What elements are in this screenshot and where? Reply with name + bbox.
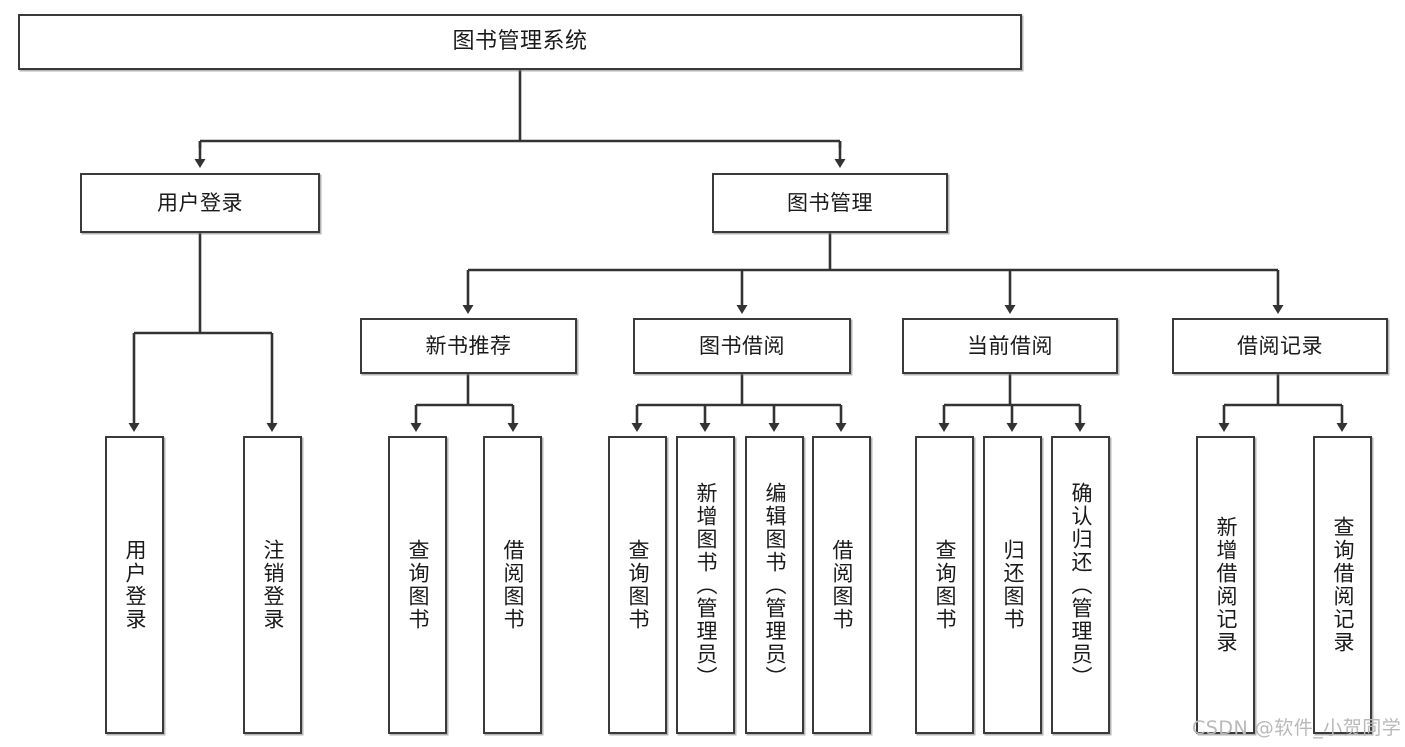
node-leaf-query-book-1-label: 查询图书 [406,539,430,631]
node-current-borrow-label: 当前借阅 [967,333,1053,358]
node-leaf-query-book-2[interactable]: 查询图书 [608,436,667,734]
node-leaf-user-login-label: 用户登录 [123,539,147,631]
node-book-manage[interactable]: 图书管理 [712,173,948,233]
node-leaf-return-book-label: 归还图书 [1001,539,1025,631]
node-leaf-logout-login-label: 注销登录 [261,539,285,631]
node-leaf-borrow-book-2-label: 借阅图书 [830,539,854,631]
node-leaf-add-book[interactable]: 新增图书（管理员） [676,436,735,734]
node-borrow-record-label: 借阅记录 [1237,333,1323,358]
node-leaf-edit-book[interactable]: 编辑图书（管理员） [745,436,804,734]
node-user-login[interactable]: 用户登录 [80,173,320,233]
node-leaf-query-book-3-label: 查询图书 [933,539,957,631]
csdn-watermark: CSDN @软件_小贺同学 [1192,717,1402,739]
node-leaf-add-record[interactable]: 新增借阅记录 [1196,436,1255,734]
node-book-borrow-label: 图书借阅 [699,333,785,358]
node-user-login-label: 用户登录 [157,190,243,215]
node-leaf-add-book-label: 新增图书（管理员） [694,481,718,689]
node-leaf-edit-book-label: 编辑图书（管理员） [763,481,787,689]
node-leaf-logout-login[interactable]: 注销登录 [243,436,302,734]
node-root-system-label: 图书管理系统 [452,29,588,55]
node-leaf-query-book-3[interactable]: 查询图书 [915,436,974,734]
node-new-book-recommend[interactable]: 新书推荐 [360,318,577,374]
node-root-system[interactable]: 图书管理系统 [18,14,1022,70]
node-leaf-borrow-book-1-label: 借阅图书 [501,539,525,631]
node-current-borrow[interactable]: 当前借阅 [902,318,1118,374]
node-leaf-add-record-label: 新增借阅记录 [1214,516,1238,654]
node-book-manage-label: 图书管理 [787,190,873,215]
node-leaf-query-record[interactable]: 查询借阅记录 [1313,436,1372,734]
node-leaf-borrow-book-2[interactable]: 借阅图书 [812,436,871,734]
node-book-borrow[interactable]: 图书借阅 [633,318,851,374]
node-borrow-record[interactable]: 借阅记录 [1172,318,1388,374]
node-new-book-recommend-label: 新书推荐 [425,333,512,358]
node-leaf-confirm-return[interactable]: 确认归还（管理员） [1051,436,1110,734]
node-leaf-query-book-2-label: 查询图书 [626,539,650,631]
node-leaf-return-book[interactable]: 归还图书 [983,436,1042,734]
node-leaf-borrow-book-1[interactable]: 借阅图书 [483,436,542,734]
node-leaf-confirm-return-label: 确认归还（管理员） [1069,481,1093,689]
node-leaf-user-login[interactable]: 用户登录 [105,436,164,734]
node-leaf-query-record-label: 查询借阅记录 [1331,516,1355,654]
node-leaf-query-book-1[interactable]: 查询图书 [388,436,447,734]
